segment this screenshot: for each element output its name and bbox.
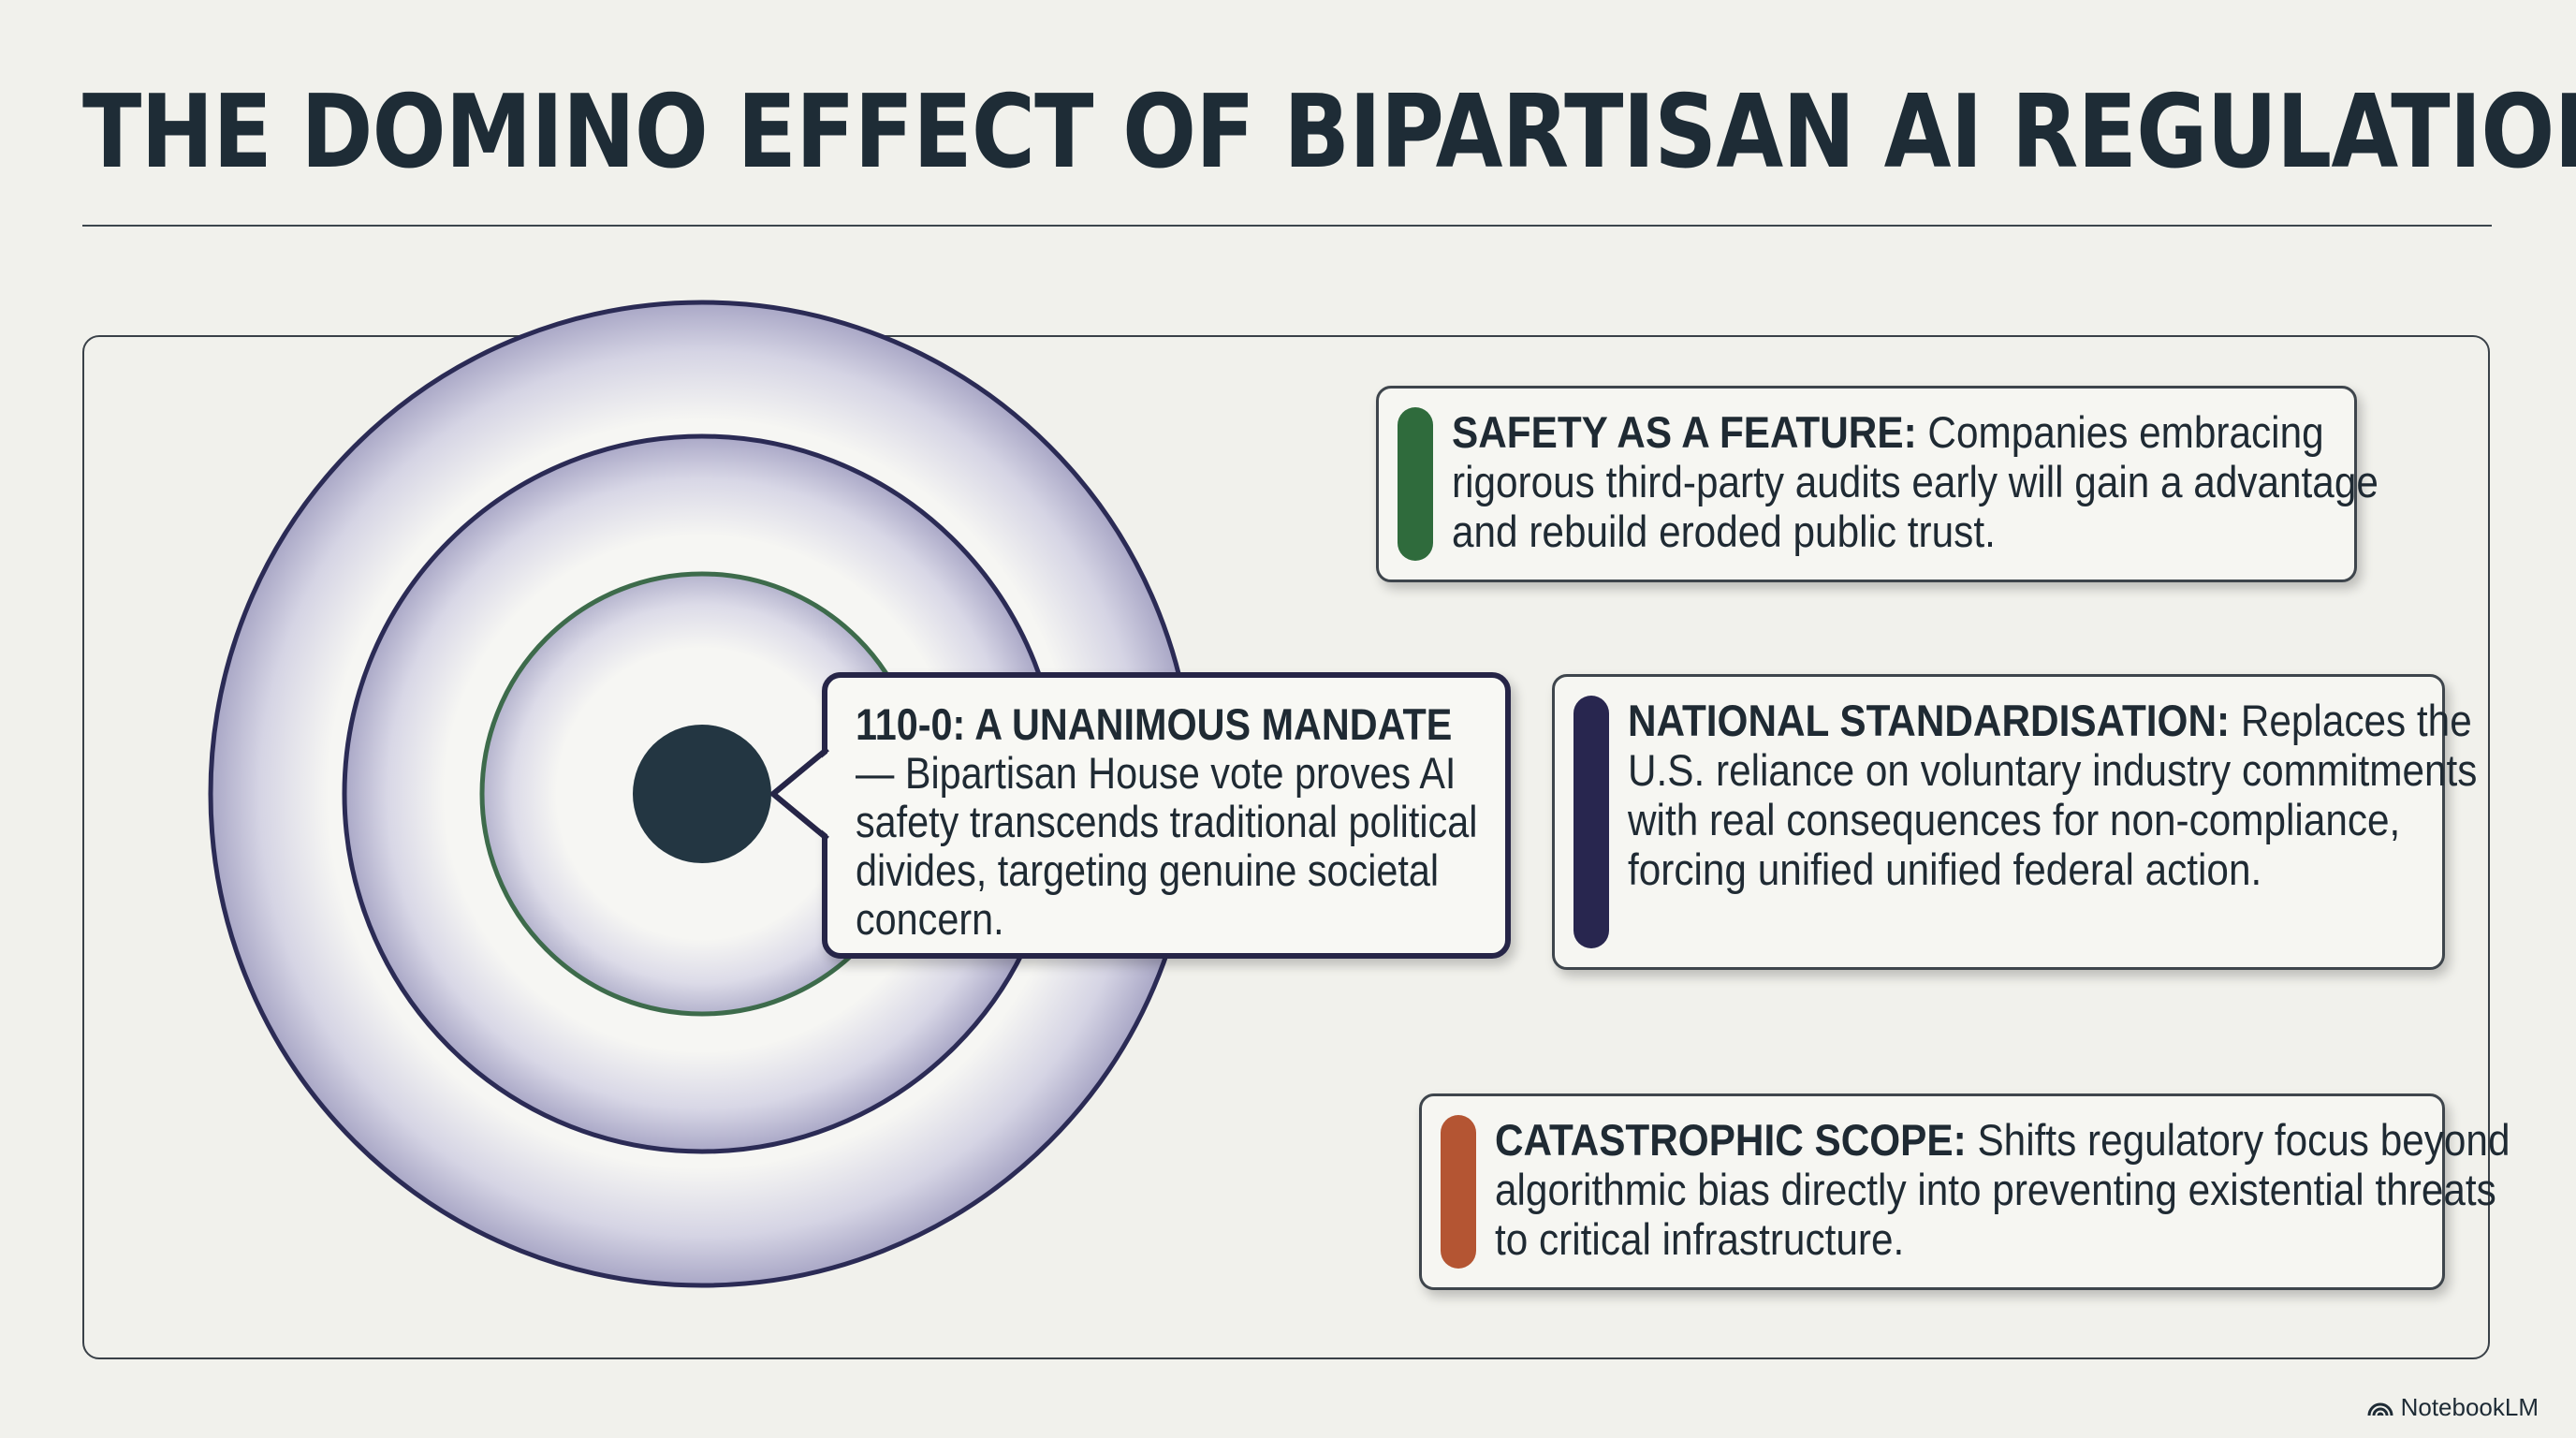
card-national-standardisation: NATIONAL STANDARDISATION: Replaces the U… [1552,674,2477,970]
card-body: Companies embracing rigorous third-party… [1452,407,2378,556]
card-safety-as-a-feature: SAFETY AS A FEATURE: Companies embracing… [1376,386,2378,582]
mandate-body: — Bipartisan House vote proves AI safety… [856,748,1478,944]
card-accent-bar-orange [1441,1115,1476,1269]
title-divider [82,225,2492,227]
central-mandate-callout: 110-0: A UNANIMOUS MANDATE — Bipartisan … [822,672,1511,959]
card-accent-bar-green [1398,407,1433,561]
card-heading: SAFETY AS A FEATURE: [1452,407,1917,457]
diagram-frame [82,335,2490,1359]
card-body: Replaces the U.S. reliance on voluntary … [1628,696,2478,894]
notebooklm-logo-icon [2367,1402,2393,1416]
notebooklm-brand: NotebookLM [2367,1393,2539,1421]
card-body: Shifts regulatory focus beyond algorithm… [1495,1115,2510,1264]
page-title: THE DOMINO EFFECT OF BIPARTISAN AI REGUL… [82,74,2576,191]
core-dot [633,725,771,863]
card-catastrophic-scope: CATASTROPHIC SCOPE: Shifts regulatory fo… [1419,1093,2510,1290]
card-accent-bar-navy [1573,696,1609,948]
brand-label: NotebookLM [2400,1393,2539,1421]
card-heading: CATASTROPHIC SCOPE: [1495,1115,1967,1165]
card-heading: NATIONAL STANDARDISATION: [1628,696,2231,745]
mandate-heading: 110-0: A UNANIMOUS MANDATE [856,699,1453,749]
